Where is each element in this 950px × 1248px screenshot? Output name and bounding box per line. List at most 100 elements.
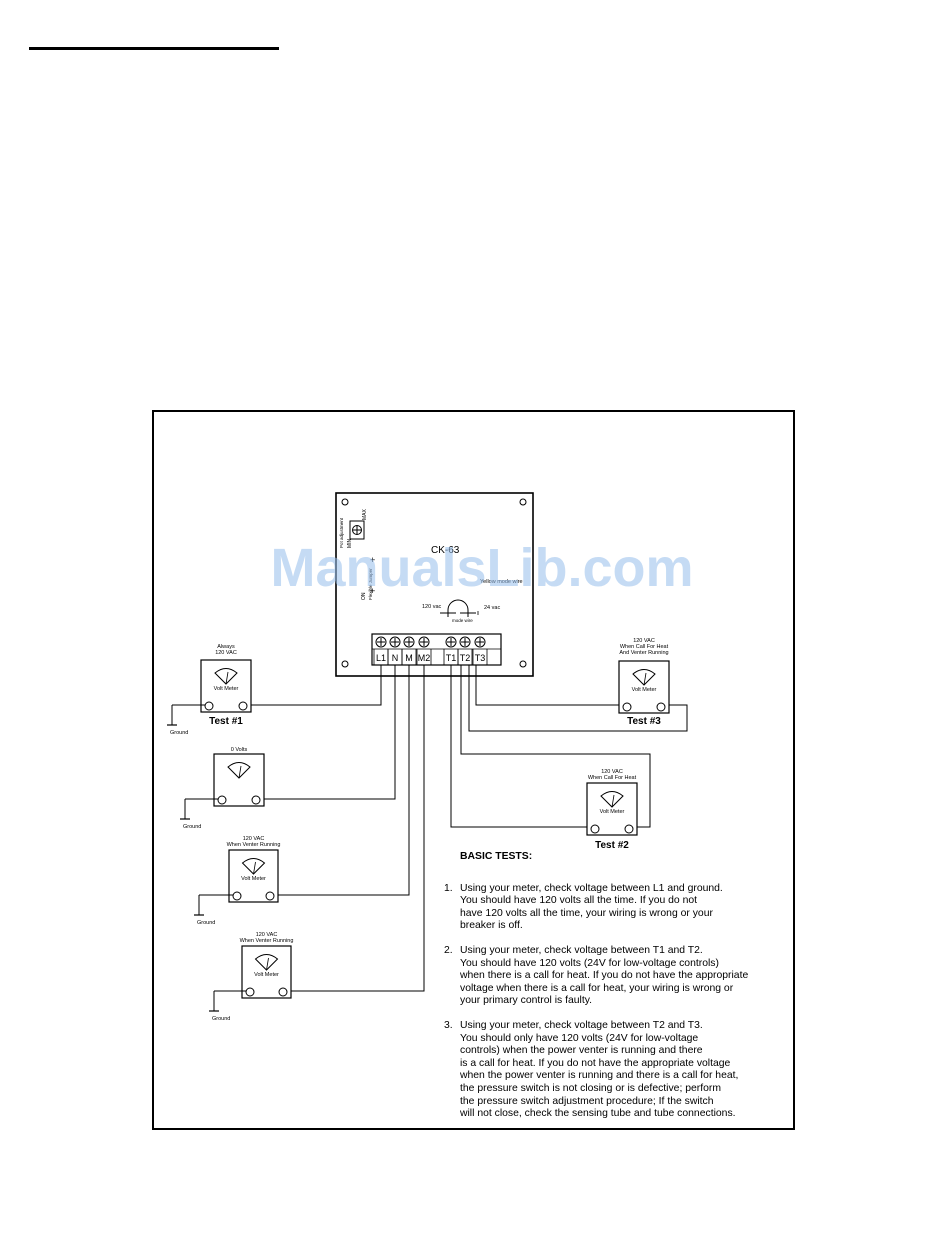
- test-label: Test #3: [627, 716, 661, 727]
- meter-probe-left: [204, 701, 214, 711]
- meter-probe-right: [265, 891, 275, 901]
- wire: [475, 665, 623, 706]
- basic-test-number: 3.: [444, 1019, 453, 1031]
- basic-test-line: Using your meter, check voltage between …: [460, 944, 703, 956]
- basic-test-number: 2.: [444, 944, 453, 956]
- meter-label: Volt Meter: [241, 876, 266, 882]
- watermark: ManualsLib.com: [270, 538, 694, 598]
- meter-caption: When Venter Running: [227, 842, 281, 848]
- meter-probe-left: [217, 795, 227, 805]
- basic-test-line: will not close, check the sensing tube a…: [460, 1108, 736, 1120]
- basic-test-line: controls) when the power venter is runni…: [460, 1045, 703, 1057]
- meter-caption: 120 VAC: [633, 638, 655, 644]
- basic-test-line: breaker is off.: [460, 920, 523, 932]
- basic-tests: BASIC TESTS: 1. Using your meter, check v…: [444, 851, 789, 1133]
- meter-caption: Always: [217, 644, 235, 650]
- diagram-frame: [152, 410, 795, 1130]
- basic-test-item: 1. Using your meter, check voltage betwee…: [444, 883, 789, 933]
- basic-test-number: 1.: [444, 882, 453, 894]
- header-rule: [29, 47, 279, 50]
- basic-tests-title: BASIC TESTS:: [460, 851, 533, 862]
- terminal-t3: T3: [472, 636, 488, 665]
- basic-test-line: You should only have 120 volts (24V for …: [460, 1032, 699, 1044]
- on-label: ON: [361, 592, 367, 600]
- meter-label: Volt Meter: [254, 972, 279, 978]
- wire: [289, 665, 425, 992]
- terminal-label: M2: [418, 653, 431, 663]
- wire: [460, 665, 651, 828]
- vac120-label: 120 vac: [422, 604, 442, 610]
- basic-test-text: Using your meter, check voltage between …: [460, 883, 723, 933]
- basic-test-line: the pressure switch is not closing or is…: [460, 1082, 722, 1094]
- meter-probe-right: [656, 702, 666, 712]
- meter-caption: 120 VAC: [243, 836, 265, 842]
- jumper-label: Flexible Jumper: [368, 568, 373, 600]
- wire: [450, 665, 590, 828]
- meter-caption: 0 Volts: [231, 747, 248, 753]
- terminal-label: T3: [475, 653, 486, 663]
- basic-test-line: have 120 volts all the time, your wiring…: [460, 907, 713, 919]
- basic-test-text: Using your meter, check voltage between …: [460, 1020, 738, 1121]
- basic-test-line: You should have 120 volts (24V for low-v…: [460, 957, 719, 969]
- basic-test-line: when there is a call for heat. If you do…: [460, 970, 749, 982]
- terminal-label: T1: [446, 653, 457, 663]
- basic-test-line: voltage when there is a call for heat, y…: [460, 982, 734, 994]
- ground-icon: [194, 894, 233, 916]
- basic-test-line: the pressure switch adjustment procedure…: [460, 1095, 714, 1107]
- meter-dial-icon: [632, 669, 656, 686]
- test-label: Test #2: [595, 840, 629, 851]
- ground-label: Ground: [212, 1016, 230, 1022]
- meter-caption: 120 VAC: [256, 932, 278, 938]
- vac24-label: 24 vac: [484, 605, 500, 611]
- max-label: MAX: [362, 509, 368, 521]
- meter-probe-left: [232, 891, 242, 901]
- basic-test-line: your primary control is faulty.: [460, 995, 593, 1007]
- wire: [468, 665, 688, 732]
- plus-mark-1: +: [370, 555, 375, 565]
- meter-caption: And Venter Running: [619, 650, 668, 656]
- basic-test-line: Using your meter, check voltage between …: [460, 882, 723, 894]
- basic-test-line: is a call for heat. If you do not have t…: [460, 1057, 731, 1069]
- meter-caption: When Call For Heat: [588, 775, 637, 781]
- meter-dial-icon: [254, 954, 279, 971]
- terminal-m2: M2: [416, 636, 432, 665]
- meter-caption: 120 VAC: [601, 769, 623, 775]
- meter-dial-icon: [600, 791, 624, 808]
- meter-dial-icon: [214, 668, 238, 685]
- terminal-label: N: [392, 653, 399, 663]
- terminal-t2: T2: [457, 636, 473, 665]
- terminal-label: L1: [376, 653, 386, 663]
- mode-wire-label: mode wire: [452, 618, 473, 623]
- ground-icon: [180, 798, 218, 820]
- wire: [262, 665, 396, 800]
- meter-probe-left: [590, 824, 600, 834]
- meter-dial-icon: [241, 858, 266, 875]
- control-board: Pot adjustment MIN MAX ON Flexible Jumpe…: [335, 492, 534, 677]
- meter-caption: When Call For Heat: [620, 644, 669, 650]
- terminal-label: T2: [460, 653, 471, 663]
- board-model: CK-63: [431, 545, 460, 556]
- wires: [247, 665, 688, 992]
- meter-label: Volt Meter: [214, 686, 239, 692]
- meter-probe-left: [245, 987, 255, 997]
- meter-probe-left: [622, 702, 632, 712]
- ground-label: Ground: [170, 730, 188, 736]
- ground-icon: [167, 704, 205, 726]
- terminal-m: M: [401, 636, 417, 665]
- meter-caption: When Venter Running: [240, 938, 294, 944]
- plus-mark-2: +: [370, 586, 375, 596]
- test-label: Test #1: [209, 716, 243, 727]
- meter-caption: 120 VAC: [215, 650, 237, 656]
- meter-probe-right: [278, 987, 288, 997]
- terminal-label: M: [405, 653, 413, 663]
- ground-label: Ground: [183, 824, 201, 830]
- basic-test-text: Using your meter, check voltage between …: [460, 945, 748, 1008]
